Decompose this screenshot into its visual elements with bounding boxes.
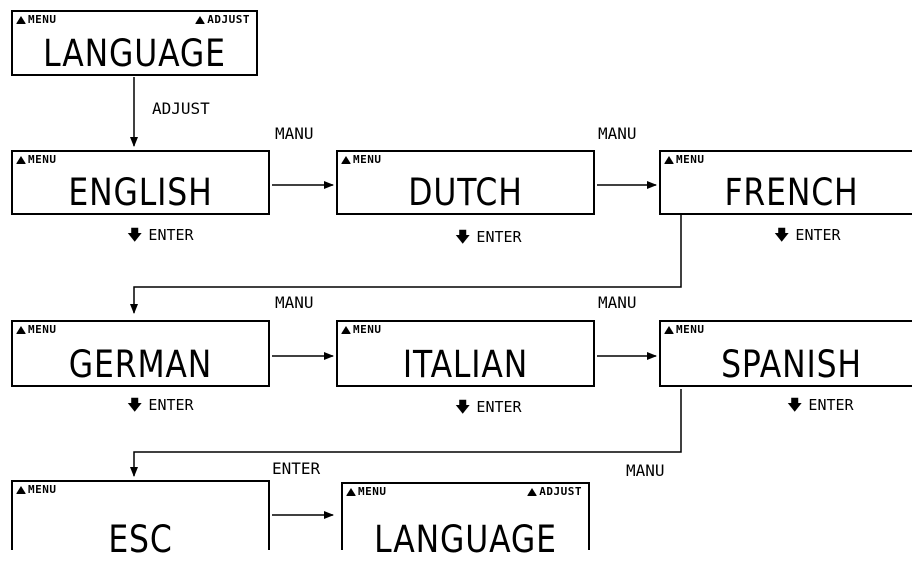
menu-triangle-icon <box>16 156 26 164</box>
manu-label: MANU <box>626 461 665 480</box>
menu-indicator: MENU <box>664 154 705 166</box>
menu-triangle-icon <box>664 326 674 334</box>
down-arrow-icon: 🡇 <box>127 226 143 244</box>
adjust-triangle-icon <box>195 16 206 24</box>
lcd-language-bottom: MENU ADJUST LANGUAGE <box>341 482 590 560</box>
enter-label: 🡇ENTER <box>455 398 522 416</box>
menu-indicator: MENU <box>16 14 57 26</box>
arrow-french-to-german <box>130 215 682 314</box>
lcd-german: MENU GERMAN <box>11 320 270 387</box>
menu-indicator: MENU <box>341 154 382 166</box>
enter-label: 🡇ENTER <box>787 396 854 414</box>
lcd-italian: MENU ITALIAN <box>336 320 595 387</box>
flow-connectors <box>130 77 682 519</box>
lcd-english: MENU ENGLISH <box>11 150 270 215</box>
down-arrow-icon: 🡇 <box>455 228 471 246</box>
adjust-label: ADJUST <box>152 99 210 118</box>
lcd-text: ESC <box>108 518 173 561</box>
manu-label: MANU <box>275 293 314 312</box>
adjust-triangle-icon <box>527 488 538 496</box>
menu-triangle-icon <box>664 156 674 164</box>
down-arrow-icon: 🡇 <box>787 396 803 414</box>
enter-label: 🡇ENTER <box>127 226 194 244</box>
enter-esc-label: ENTER <box>272 459 321 478</box>
menu-indicator: MENU <box>341 324 382 336</box>
adjust-indicator: ADJUST <box>195 14 250 26</box>
arrow-spanish-to-esc <box>130 389 682 477</box>
lcd-text: SPANISH <box>721 343 862 386</box>
enter-label: 🡇ENTER <box>127 396 194 414</box>
lcd-text: LANGUAGE <box>43 32 226 75</box>
lcd-text: DUTCH <box>408 171 523 214</box>
down-arrow-icon: 🡇 <box>127 396 143 414</box>
enter-label: 🡇ENTER <box>774 226 841 244</box>
lcd-dutch: MENU DUTCH <box>336 150 595 215</box>
menu-triangle-icon <box>16 326 26 334</box>
lcd-language-top: MENU ADJUST LANGUAGE <box>11 10 258 76</box>
lcd-text: LANGUAGE <box>374 518 557 561</box>
enter-label: 🡇ENTER <box>455 228 522 246</box>
menu-indicator: MENU <box>16 324 57 336</box>
menu-triangle-icon <box>16 16 26 24</box>
manu-label: MANU <box>598 293 637 312</box>
manu-label: MANU <box>598 124 637 143</box>
menu-triangle-icon <box>341 326 351 334</box>
menu-indicator: MENU <box>346 486 387 498</box>
lcd-text: FRENCH <box>724 171 859 214</box>
down-arrow-icon: 🡇 <box>774 226 790 244</box>
menu-triangle-icon <box>16 486 26 494</box>
menu-indicator: MENU <box>16 154 57 166</box>
menu-indicator: MENU <box>664 324 705 336</box>
lcd-esc: MENU ESC <box>11 480 270 560</box>
lcd-text: ITALIAN <box>402 343 529 386</box>
down-arrow-icon: 🡇 <box>455 398 471 416</box>
lcd-text: ENGLISH <box>68 171 213 214</box>
lcd-french: MENU FRENCH <box>659 150 912 215</box>
menu-triangle-icon <box>346 488 356 496</box>
menu-indicator: MENU <box>16 484 57 496</box>
lcd-text: GERMAN <box>68 343 213 386</box>
lcd-spanish: MENU SPANISH <box>659 320 912 387</box>
manu-label: MANU <box>275 124 314 143</box>
menu-triangle-icon <box>341 156 351 164</box>
adjust-indicator: ADJUST <box>527 486 582 498</box>
